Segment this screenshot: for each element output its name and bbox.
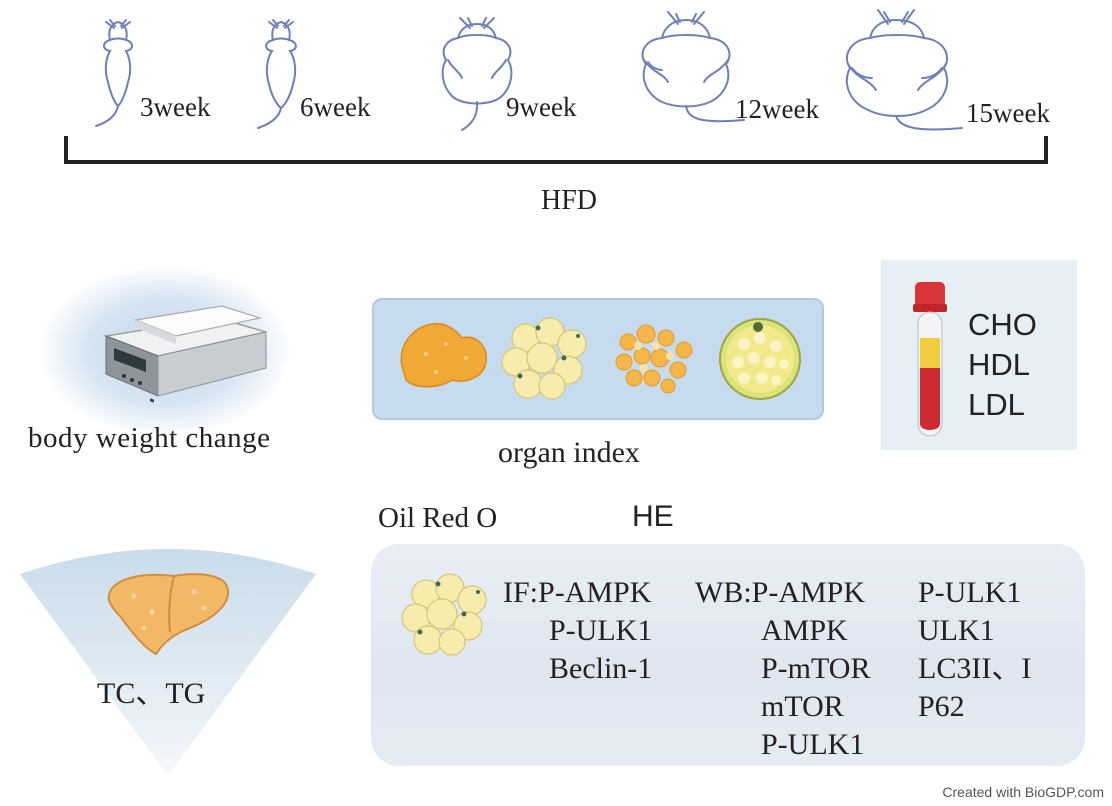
organ-index-label: organ index [498,436,640,469]
blood-tube-icon [913,282,947,437]
adipocyte-cluster-icon [401,573,487,656]
mouse-icon-6week [257,19,297,129]
tc-tg-label: TC、TG [97,677,206,710]
wb-item: P62 [918,690,965,723]
body-weight-label: body weight change [28,422,271,454]
liver-icon [107,573,230,656]
blood-panel [881,260,1077,450]
fat-tissue-icon [615,324,693,394]
wb-list-1: WB:P-AMPK AMPK P-mTOR mTOR P-ULK1 [695,574,870,764]
wb-item: WB:P-AMPK [695,576,866,609]
blood-marker-cho: CHO [968,307,1037,342]
week-label-12: 12week [735,94,819,124]
week-label-9: 9week [506,92,577,122]
blood-marker-list: CHO HDL LDL [968,305,1037,425]
if-item: Beclin-1 [549,652,653,685]
wb-item: ULK1 [918,614,995,647]
week-label-6: 6week [300,92,371,122]
wb-item: P-ULK1 [761,728,865,761]
mouse-icon-9week [441,17,513,131]
wb-item: LC3II、I [918,652,1032,685]
organ-cross-section-icon [719,318,801,400]
scale-icon [103,305,267,403]
week-label-3: 3week [140,92,211,122]
blood-marker-hdl: HDL [968,347,1031,382]
liver-organ-icon [400,322,487,388]
wb-list-2: P-ULK1 ULK1 LC3II、I P62 [918,574,1031,726]
assay-panel [371,544,1085,766]
wb-item: AMPK [761,614,848,647]
credit-text: Created with BioGDP.com [942,784,1104,800]
blood-marker-ldl: LDL [968,387,1025,422]
timeline-bracket [64,136,1048,164]
he-label: HE [632,500,674,533]
mouse-icon-3week [95,19,133,127]
hfd-label: HFD [541,185,598,216]
wb-item: mTOR [761,690,844,723]
if-item: P-ULK1 [549,614,653,647]
wb-item: P-mTOR [761,652,871,685]
mouse-icon-15week [845,9,963,131]
wb-item: P-ULK1 [918,576,1022,609]
adipocyte-cluster-icon [501,317,587,400]
liver-wedge-background [20,549,316,776]
if-list: IF:P-AMPK P-ULK1 Beclin-1 [503,574,652,688]
oil-red-o-label: Oil Red O [378,502,498,534]
week-label-15: 15week [966,98,1050,128]
mouse-icon-12week [641,11,745,123]
if-item: IF:P-AMPK [503,576,652,609]
